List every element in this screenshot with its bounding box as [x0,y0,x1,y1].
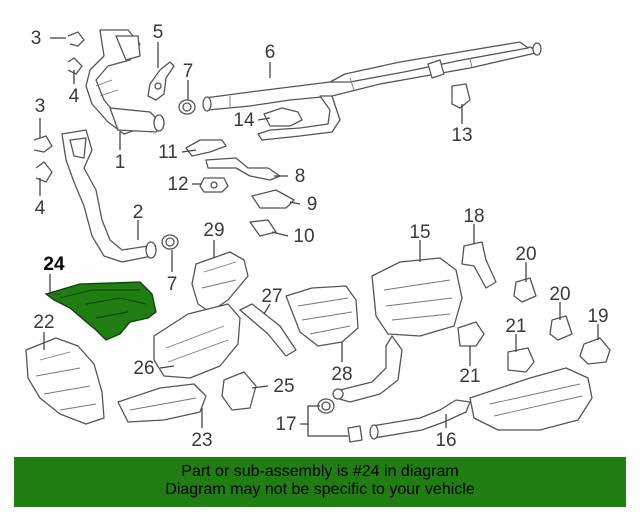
info-banner: Part or sub-assembly is #24 in diagram D… [14,457,626,507]
part-10-bracket [249,219,277,237]
part-1-catalytic-converter [85,29,165,135]
callout-20-lower: 20 [549,284,570,305]
callout-25: 25 [273,376,294,397]
callout-26: 26 [133,358,154,379]
callout-22: 22 [33,312,54,333]
callout-16: 16 [435,430,456,451]
part-7-clamp-lower [161,234,179,250]
part-5-bracket [147,61,175,101]
callout-4-lower: 4 [35,198,46,219]
part-3-4-brackets-top [67,31,85,75]
part-8-hanger [205,157,281,181]
parts-diagram: 3 4 5 6 7 3 4 1 14 13 11 8 12 9 10 2 29 … [25,22,611,451]
callout-14: 14 [233,110,255,131]
callout-15: 15 [409,222,430,243]
part-2-downpipe [61,129,157,263]
part-22-heat-shield [25,337,105,425]
callout-2: 2 [133,202,144,223]
part-14-bracket [263,107,303,127]
part-3-4-brackets-lower [33,135,53,183]
part-11-bracket [185,139,227,157]
part-25-bracket [221,371,257,411]
part-15-muffler [332,257,463,403]
part-29-heat-shield [191,251,249,313]
part-6-exhaust-pipe [202,41,542,141]
callout-23: 23 [191,430,212,451]
part-13-hanger [427,59,471,109]
callout-9: 9 [307,194,318,215]
callout-13: 13 [451,125,472,146]
part-23-shield [117,383,207,423]
leader-lines [39,37,599,437]
callout-5: 5 [153,22,164,43]
callout-24: 24 [43,254,65,275]
part-18-hanger [461,241,497,289]
part-7-clamp-top [178,99,196,115]
part-19-bracket [579,337,611,365]
callout-3-lower: 3 [35,96,46,117]
callout-7-top: 7 [183,61,194,82]
banner-line-2: Diagram may not be specific to your vehi… [165,481,475,498]
part-17-clamps [317,398,363,443]
part-27-strip [239,303,297,357]
callout-1: 1 [115,152,126,173]
callout-8: 8 [295,166,306,187]
callout-21-lower: 21 [459,366,480,387]
part-16-rear-pipe [369,367,593,440]
callout-7-lower: 7 [167,274,178,295]
callout-10: 10 [293,226,314,247]
callout-20-upper: 20 [515,244,536,265]
callout-11: 11 [158,142,178,163]
callout-4-top: 4 [69,86,80,107]
callout-19: 19 [587,306,608,327]
part-20-mounts [513,277,573,341]
callout-6: 6 [265,42,276,63]
part-21-brackets [457,321,535,373]
callout-3-top: 3 [31,28,42,49]
callout-17: 17 [275,414,296,435]
callout-29: 29 [203,220,224,241]
part-9-bracket [251,189,295,209]
callout-numbers: 3 4 5 6 7 3 4 1 14 13 11 8 12 9 10 2 29 … [31,22,609,451]
part-28-heat-shield [285,285,359,347]
callout-27: 27 [261,286,282,307]
part-24-heat-shield-highlighted [44,281,157,341]
callout-12: 12 [167,174,188,195]
banner-line-1: Part or sub-assembly is #24 in diagram [181,463,459,480]
part-26-heat-shield [153,303,241,379]
callout-21-upper: 21 [505,316,526,337]
callout-18: 18 [463,206,484,227]
part-12-isolator [199,177,229,193]
callout-28: 28 [331,364,352,385]
